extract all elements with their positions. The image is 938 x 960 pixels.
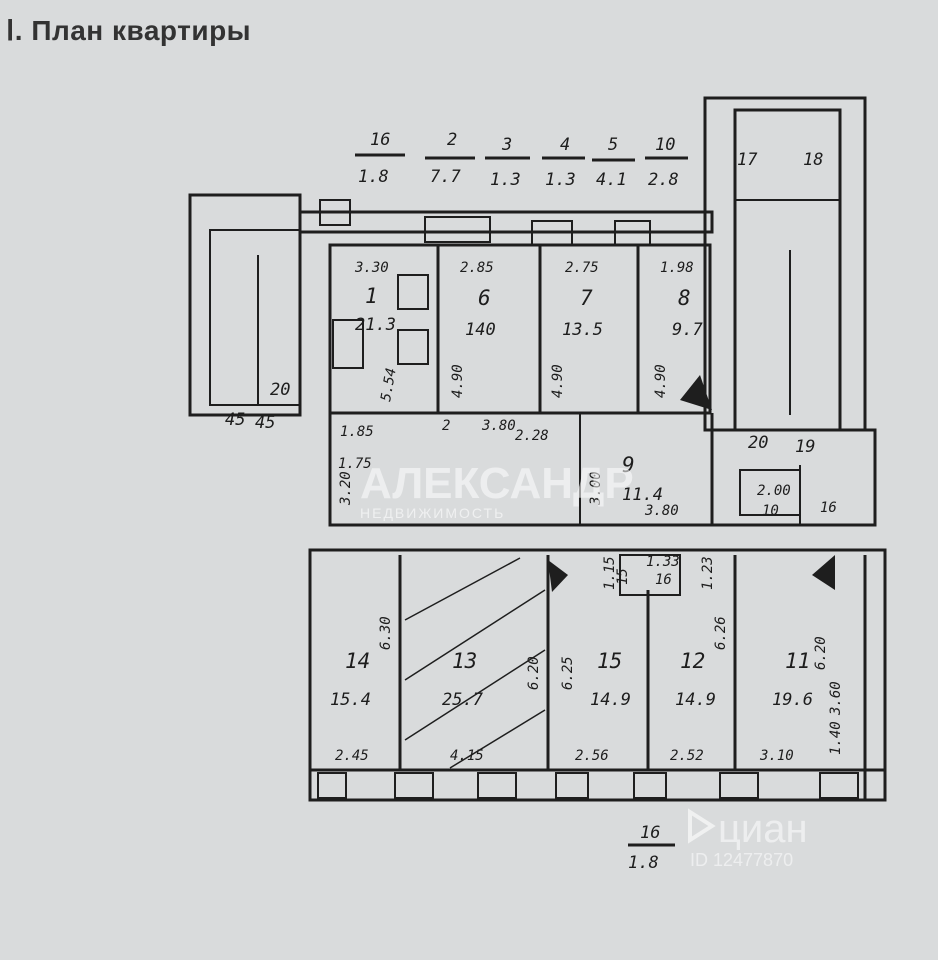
- room-15-number: 15: [597, 649, 622, 673]
- corridor-a: 1.85: [340, 424, 374, 440]
- room-1-width: 3.30: [354, 260, 389, 276]
- room-12-number: 12: [680, 649, 705, 673]
- stair-17: 17: [737, 150, 758, 170]
- room-1-area: 21.3: [355, 315, 396, 335]
- dim-123: 1.23: [700, 556, 716, 590]
- room-11-number: 11: [785, 649, 810, 673]
- legend-top-3: 4: [560, 135, 570, 155]
- top-legend: 16 1.8 2 7.7 3 1.3 4 1.3 5 4.1 10 2.8: [358, 130, 679, 190]
- room-8-number: 8: [678, 286, 691, 310]
- room-7-width: 2.75: [565, 260, 599, 276]
- room-9-length: 3.00: [588, 471, 604, 506]
- room-9: 9 11.4 3.00 3.80: [588, 453, 679, 519]
- stair-18: 18: [803, 150, 823, 170]
- room-11: 11 19.6 3.10 6.20: [759, 636, 829, 764]
- legend-top-5: 10: [655, 135, 675, 155]
- room-13: 13 25.7 4.15 6.20: [442, 649, 542, 764]
- legend-bottom-5: 2.8: [648, 170, 679, 190]
- legend-bottom-2: 1.3: [490, 170, 521, 190]
- room-12: 12 14.9 2.52 6.26: [670, 616, 729, 764]
- stair-left-c: 20: [270, 380, 290, 400]
- room-6: 2.85 6 140 4.90: [450, 260, 496, 398]
- dim-115: 1.15: [602, 556, 618, 590]
- room-15-small: 15: [615, 568, 631, 585]
- corridor: 1.85 2 3.80 2.28 3.20 1.75: [338, 418, 549, 506]
- stair-left-a: 45: [225, 410, 245, 430]
- legend-bottom-0: 1.8: [358, 167, 389, 187]
- room-7: 2.75 7 13.5 4.90: [550, 260, 603, 398]
- room-14: 14 15.4 2.45 6.30: [330, 616, 394, 764]
- room-6-width: 2.85: [460, 260, 494, 276]
- room-13-number: 13: [452, 649, 477, 673]
- room-6-length: 4.90: [450, 364, 466, 398]
- room-10-number: 10: [762, 503, 779, 519]
- corridor-c: 3.80: [481, 418, 516, 434]
- bottom-legend-bottom: 1.8: [628, 853, 659, 873]
- room-9-area: 11.4: [622, 485, 663, 505]
- legend-top-4: 5: [608, 135, 618, 155]
- room-7-area: 13.5: [562, 320, 603, 340]
- room-1-number: 1: [365, 284, 378, 308]
- corridor-f: 1.75: [338, 456, 372, 472]
- room-15: 15 14.9 2.56 6.25: [560, 649, 631, 764]
- dim-360: 3.60: [828, 681, 844, 716]
- room-13-area: 25.7: [442, 690, 484, 710]
- agency-watermark: АЛЕКСАНДР: [360, 459, 634, 508]
- corridor-e: 3.20: [338, 471, 354, 506]
- legend-bottom-4: 4.1: [596, 170, 627, 190]
- legend-top-0: 16: [370, 130, 390, 150]
- room-16-dim: 1.33: [646, 554, 680, 570]
- room-11-width: 3.10: [759, 748, 794, 764]
- room-8-area: 9.7: [672, 320, 703, 340]
- room-14-length: 6.30: [378, 616, 394, 650]
- room-8: 1.98 8 9.7 4.90: [653, 260, 703, 398]
- room-7-number: 7: [580, 286, 593, 310]
- room-16-right: 16: [820, 500, 837, 516]
- room-9-width: 3.80: [644, 503, 679, 519]
- legend-top-1: 2: [447, 130, 457, 150]
- stair-right-a: 20: [748, 433, 768, 453]
- room-14-width: 2.45: [335, 748, 369, 764]
- room-1: 3.30 1 21.3 5.54: [354, 260, 400, 403]
- corridor-d: 2.28: [515, 428, 549, 444]
- agency-watermark-sub: НЕДВИЖИМОСТЬ: [360, 505, 505, 521]
- room-1-length: 5.54: [378, 367, 400, 403]
- room-11-length: 6.20: [813, 636, 829, 670]
- dim-140: 1.40: [828, 721, 844, 755]
- legend-bottom-3: 1.3: [545, 170, 576, 190]
- room-6-number: 6: [478, 286, 491, 310]
- room-16-number: 16: [655, 572, 672, 588]
- legend-bottom-1: 7.7: [430, 167, 461, 187]
- corridor-b: 2: [442, 418, 450, 434]
- legend-top-2: 3: [501, 135, 512, 155]
- room-9-number: 9: [622, 453, 635, 477]
- room-8-width: 1.98: [660, 260, 694, 276]
- room-12-area: 14.9: [675, 690, 716, 710]
- room-15-area: 14.9: [590, 690, 631, 710]
- cian-logo-icon: [688, 808, 716, 844]
- room-11-area: 19.6: [772, 690, 813, 710]
- room-15-width: 2.56: [575, 748, 609, 764]
- room-6-area: 140: [465, 320, 496, 340]
- plan-title: Ⅰ. План квартиры: [6, 15, 252, 46]
- room-10-dim: 2.00: [757, 483, 791, 499]
- room-13-width: 4.15: [450, 748, 484, 764]
- room-12-width: 2.52: [670, 748, 704, 764]
- cian-watermark: циан: [718, 807, 808, 851]
- room-14-area: 15.4: [330, 690, 371, 710]
- stair-right-b: 19: [795, 437, 815, 457]
- room-15-length: 6.25: [560, 656, 576, 690]
- bottom-legend-top: 16: [640, 823, 660, 843]
- stair-left-b: 45: [255, 413, 275, 433]
- room-7-length: 4.90: [550, 364, 566, 398]
- cian-id-watermark: ID 12477870: [690, 850, 793, 870]
- room-8-length: 4.90: [653, 364, 669, 398]
- room-14-number: 14: [345, 649, 370, 673]
- room-13-length: 6.20: [526, 656, 542, 690]
- room-12-length: 6.26: [713, 616, 729, 650]
